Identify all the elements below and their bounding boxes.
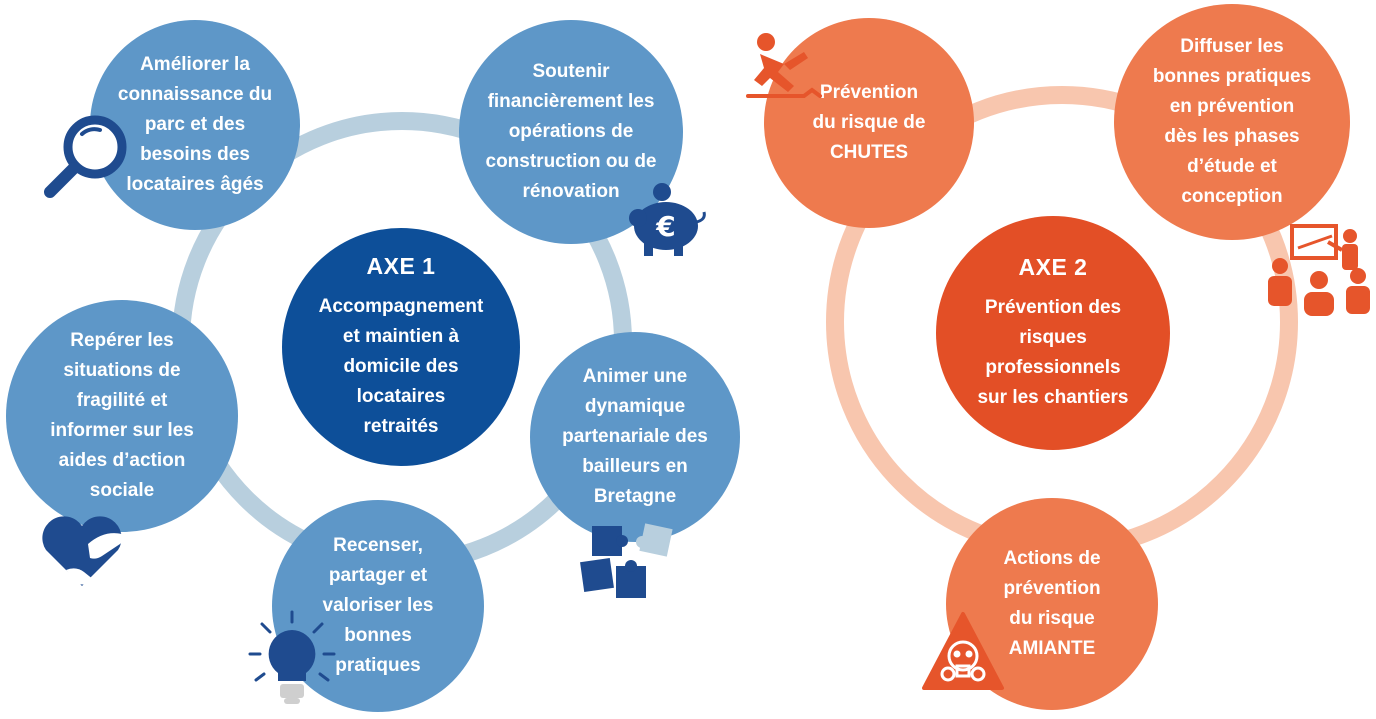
presentation-meeting-icon: [1268, 224, 1370, 316]
axe1-node-connaissance: Améliorer la connaissance du parc et des…: [90, 20, 300, 230]
axe1-node-label: Recenser, partager et valoriser les bonn…: [322, 535, 434, 676]
lightbulb-icon: [248, 610, 336, 704]
asbestos-warning-icon: [922, 612, 1004, 690]
axe1-node-financement: Soutenir financièrement les opérations d…: [459, 20, 683, 244]
axe1-node-fragilite: Repérer les situations de fragilité et i…: [6, 300, 238, 532]
axe2-node-label: Prévention du risque de CHUTES: [812, 82, 926, 163]
axe2-node-label: Actions de prévention du risque AMIANTE: [1003, 548, 1101, 659]
axe1-node-bonnes-pratiques: Recenser, partager et valoriser les bonn…: [272, 500, 484, 712]
axe1-diagram: AXE 1 Accompagnement et maintien à domic…: [6, 20, 740, 712]
axe2-node-bonnes-pratiques: Diffuser les bonnes pratiques en prévent…: [1114, 4, 1350, 240]
piggy-bank-euro-icon: €: [629, 183, 706, 256]
svg-text:€: €: [655, 210, 675, 243]
axe2-node-label: Diffuser les bonnes pratiques en prévent…: [1152, 36, 1312, 207]
heart-hands-icon: [42, 516, 125, 586]
axe2-node-chutes: Prévention du risque de CHUTES: [764, 18, 974, 228]
axe2-subtitle: Prévention des risques professionnels su…: [977, 296, 1129, 408]
axe1-node-partenariat: Animer une dynamique partenariale des ba…: [530, 332, 740, 542]
axe1-node-label: Animer une dynamique partenariale des ba…: [562, 366, 708, 507]
axe2-center-circle: AXE 2 Prévention des risques professionn…: [936, 216, 1170, 450]
axe1-node-label: Repérer les situations de fragilité et i…: [50, 330, 194, 501]
axe1-node-label: Améliorer la connaissance du parc et des…: [117, 54, 273, 195]
axe1-center-circle: AXE 1 Accompagnement et maintien à domic…: [282, 228, 520, 466]
axe1-title: AXE 1: [366, 252, 436, 279]
falling-person-icon: [746, 33, 822, 98]
puzzle-icon: [580, 523, 673, 598]
axe1-subtitle: Accompagnement et maintien à domicile de…: [318, 295, 484, 437]
magnifier-icon: [44, 115, 127, 198]
axe1-node-label: Soutenir financièrement les opérations d…: [485, 61, 657, 202]
axe2-diagram: AXE 2 Prévention des risques professionn…: [720, 0, 1376, 719]
axe2-title: AXE 2: [1018, 253, 1088, 280]
